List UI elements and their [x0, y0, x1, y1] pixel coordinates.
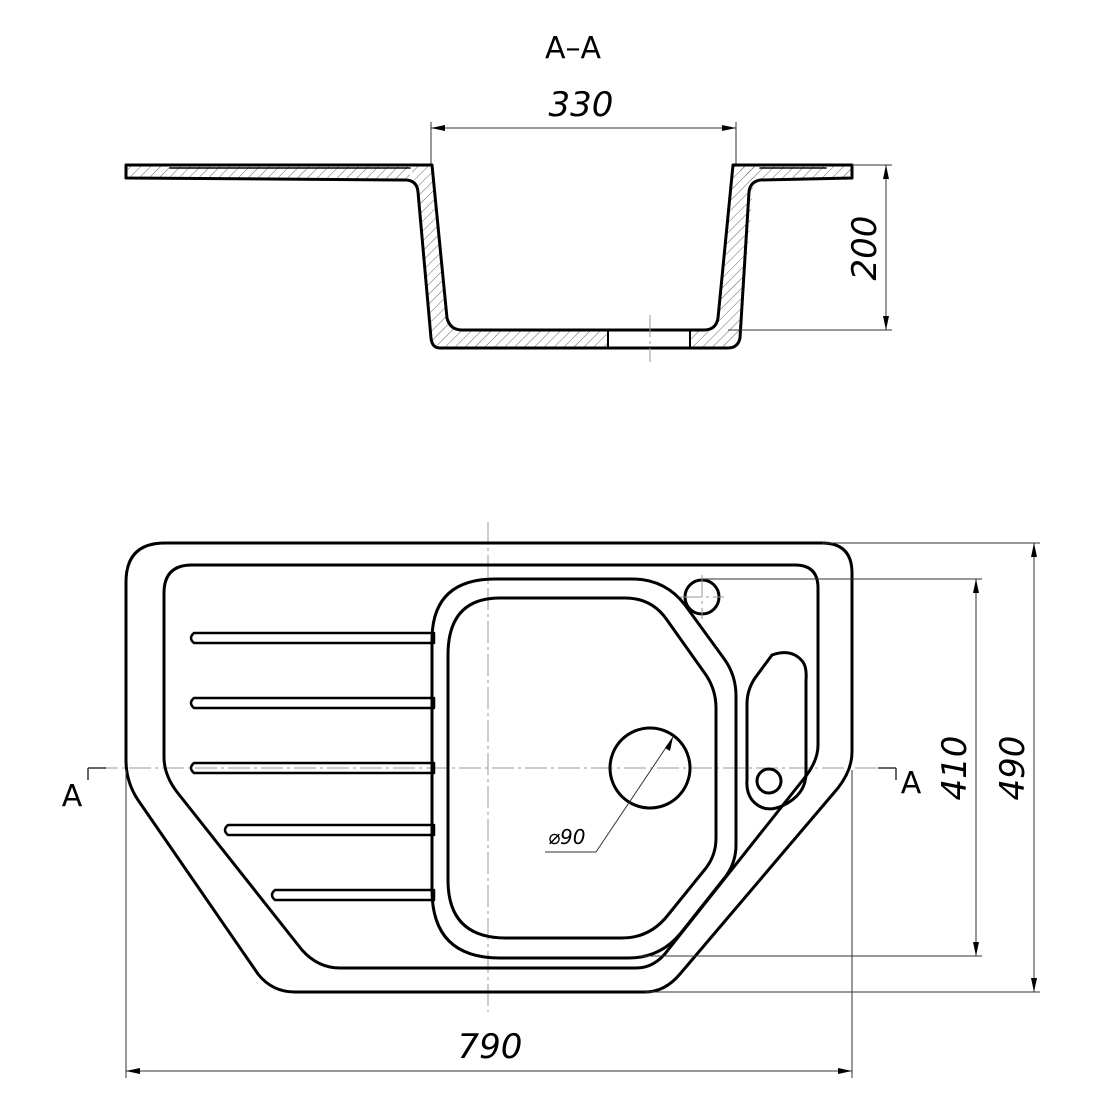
cut-marker-right: A	[878, 766, 922, 801]
drainer-groove	[189, 631, 436, 645]
drainer-groove	[189, 696, 436, 710]
section-width-label: 330	[549, 85, 614, 125]
cut-label-left: A	[62, 779, 83, 814]
section-width-dimension: 330	[430, 85, 737, 165]
drain-hole	[608, 726, 692, 810]
section-title: A–A	[545, 31, 602, 66]
overall-width-dimension: 790	[125, 770, 853, 1078]
overall-depth-dimension: 490	[645, 542, 1040, 993]
overall-depth-label: 490	[993, 736, 1033, 801]
section-depth-label: 200	[845, 216, 885, 281]
overall-width-label: 790	[458, 1027, 523, 1067]
section-view: A–A 330 200	[124, 31, 892, 362]
overflow-slot	[745, 651, 808, 811]
cut-label-right: A	[901, 766, 922, 801]
plan-view: ⌀90 A A 790 410	[62, 522, 1040, 1078]
bowl-outer-contour	[430, 577, 738, 960]
drain-diameter-callout: ⌀90	[545, 736, 674, 853]
drainer-groove	[189, 761, 436, 775]
section-hatch-bowl	[410, 165, 608, 348]
bowl-depth-dimension: 410	[640, 578, 982, 957]
drainer-groove	[223, 823, 436, 837]
bowl-depth-label: 410	[935, 736, 975, 801]
sink-outer-contour	[124, 541, 854, 994]
overflow-hole	[755, 767, 783, 795]
sink-inner-rim	[162, 563, 820, 970]
section-outline	[124, 163, 854, 350]
section-depth-dimension: 200	[728, 164, 892, 331]
bowl-inner-contour	[446, 596, 718, 940]
drainer-groove	[270, 888, 436, 902]
cut-marker-left: A	[62, 767, 106, 814]
drain-diameter-label: ⌀90	[548, 825, 586, 849]
section-hatch-bowl-right	[690, 165, 755, 348]
drainer-grooves	[189, 631, 436, 902]
